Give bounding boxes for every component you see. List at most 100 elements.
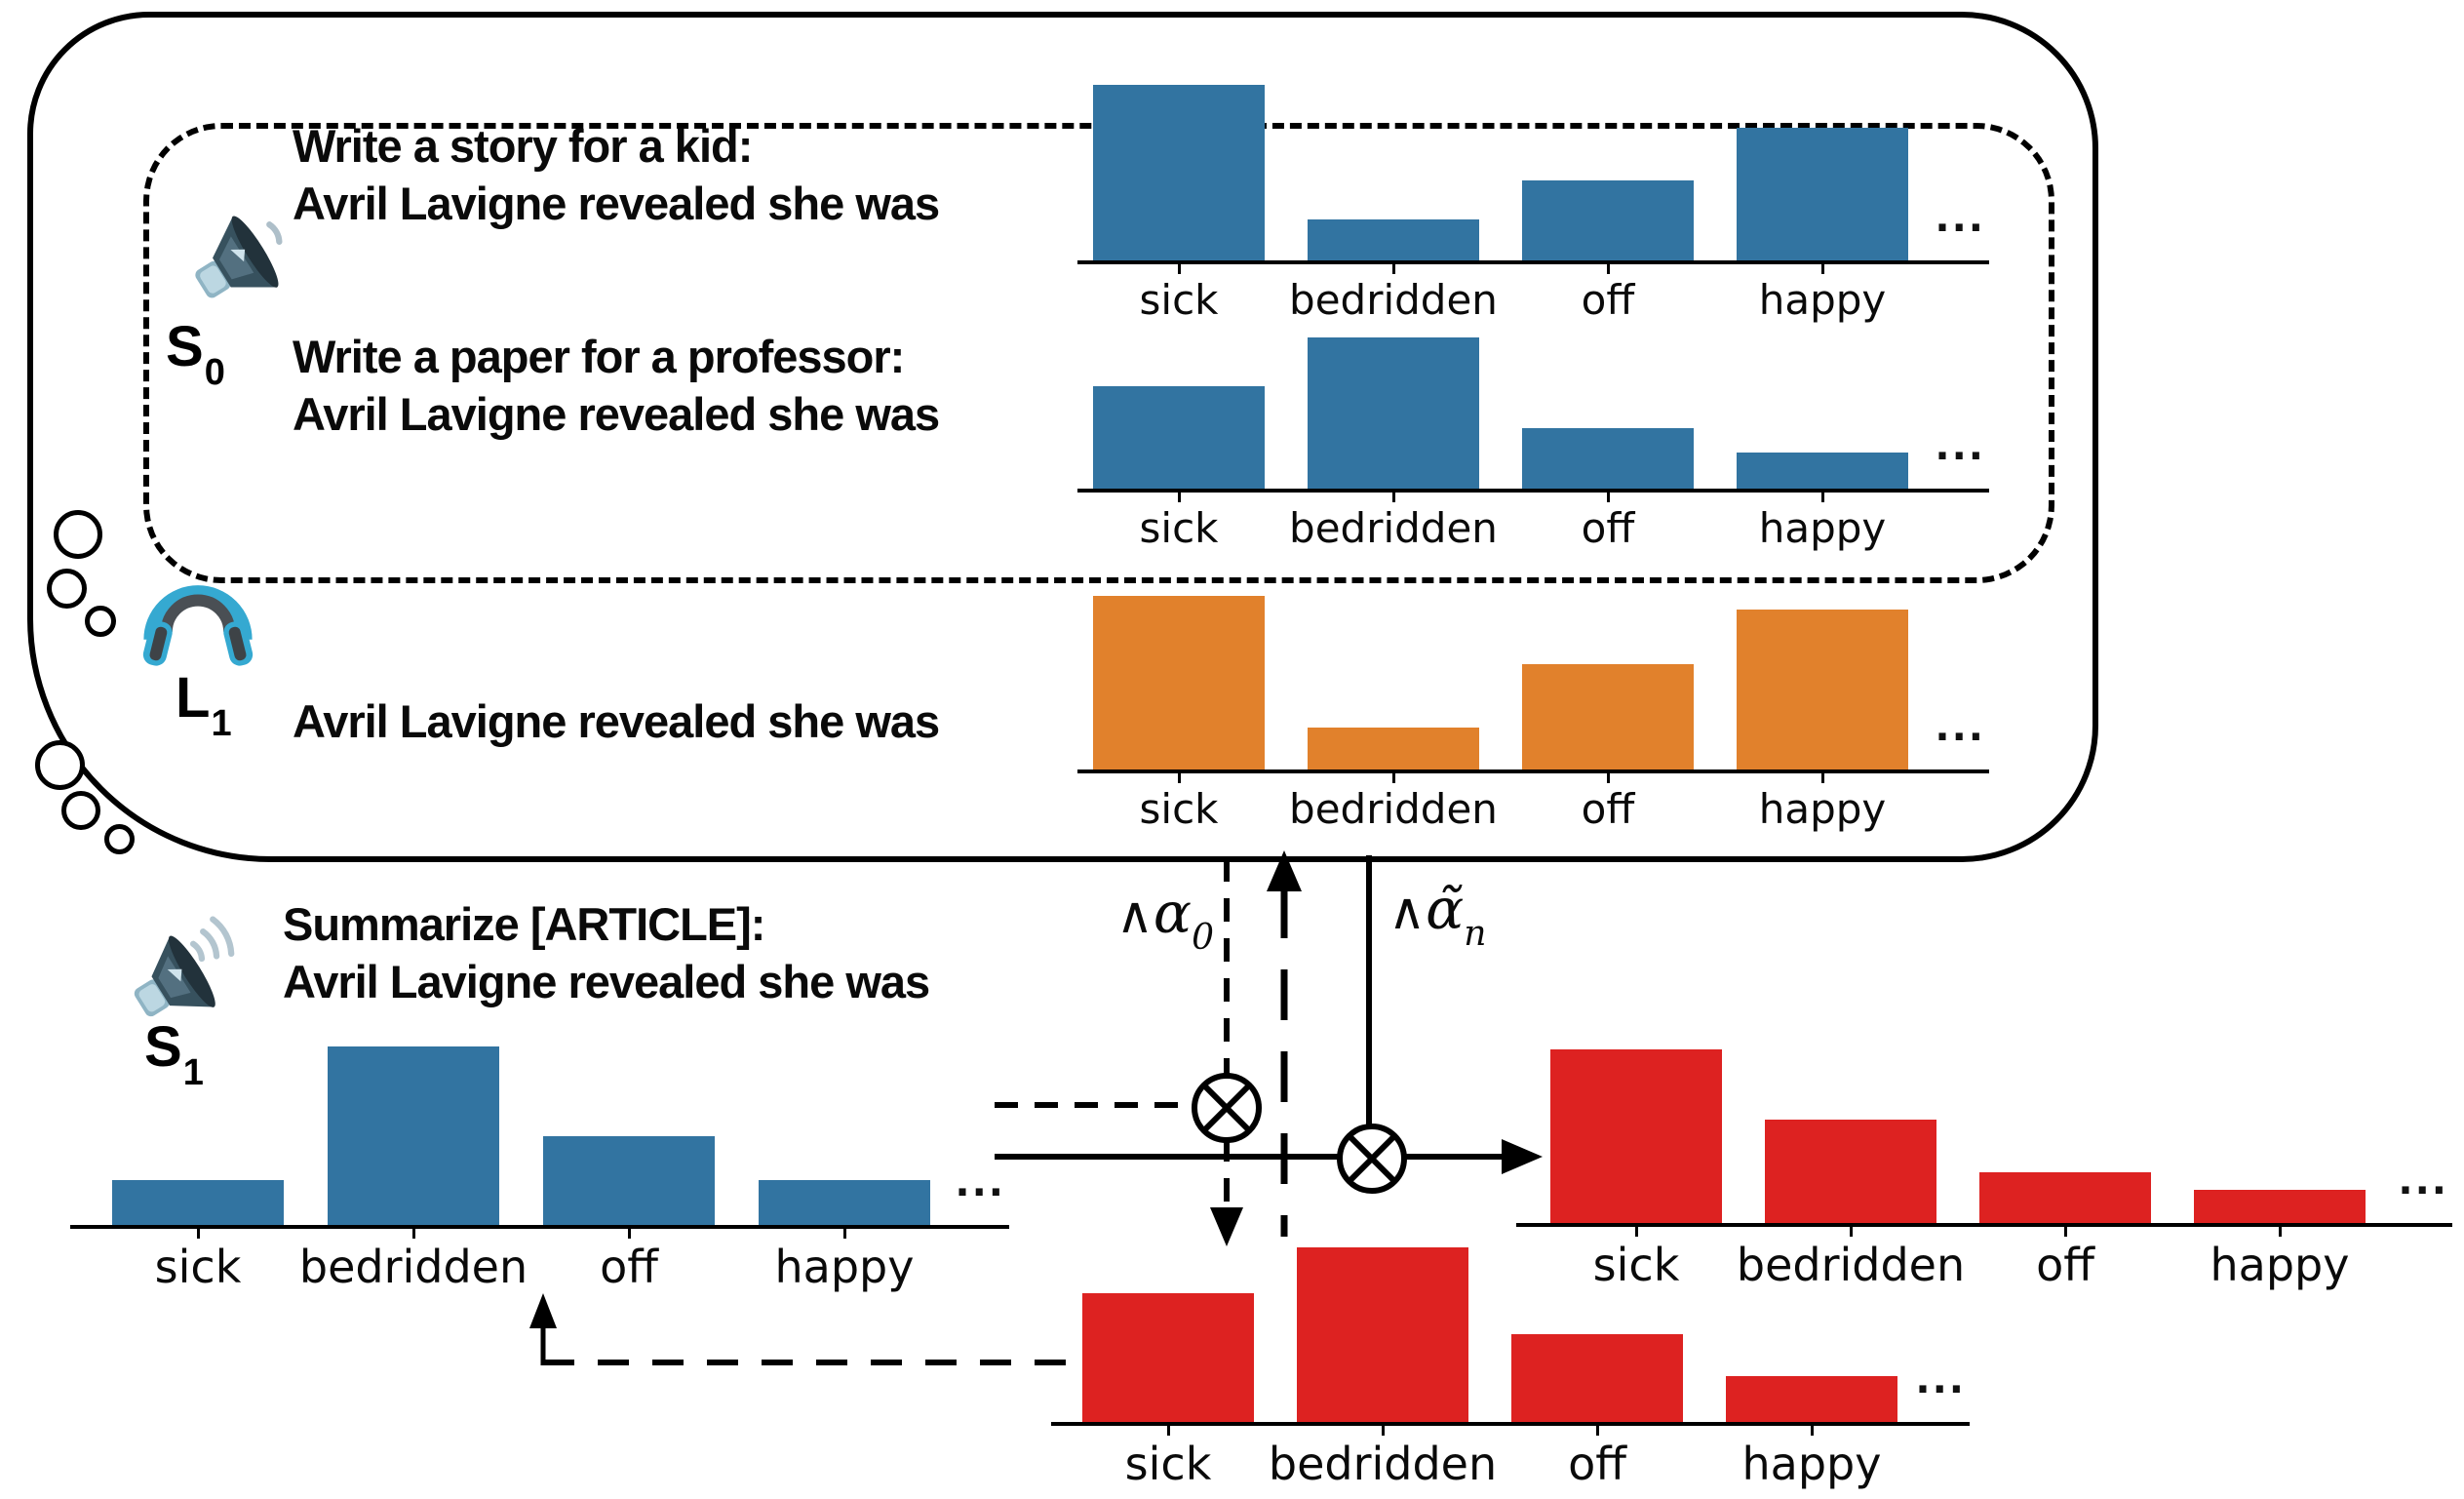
bar-happy	[2194, 1190, 2366, 1225]
axis-tick	[1382, 1424, 1385, 1436]
category-label-bedridden: bedridden	[1268, 1438, 1498, 1490]
axis-tick	[1392, 262, 1395, 274]
bar-happy	[1737, 610, 1908, 771]
arrow-up-small-icon	[529, 1293, 557, 1328]
bar-happy	[1737, 453, 1908, 491]
axis-tick	[1392, 771, 1395, 783]
bar-happy	[1737, 128, 1908, 262]
axis-tick	[628, 1227, 631, 1239]
alpha-symbol: α	[1153, 880, 1193, 946]
bar-bedridden	[1297, 1247, 1468, 1424]
axis-tick	[1821, 262, 1824, 274]
bar-off	[543, 1136, 715, 1227]
otimes-cross	[1201, 1083, 1252, 1133]
category-label-off: off	[600, 1241, 658, 1293]
headphones-icon	[142, 585, 254, 666]
bar-off	[1522, 664, 1694, 771]
category-label-off: off	[1581, 504, 1635, 552]
alphan-subscript: n	[1464, 913, 1487, 954]
category-label-sick: sick	[1124, 1438, 1212, 1490]
thought-trail-circle	[35, 740, 85, 790]
category-label-off: off	[2036, 1239, 2094, 1291]
s0-label-sub: 0	[204, 351, 225, 393]
ellipsis-more-tokens: ...	[1935, 705, 1985, 750]
speaker-icon	[195, 216, 283, 298]
axis-tick	[1821, 771, 1824, 783]
wedge-symbol: ∧	[1115, 887, 1154, 945]
category-label-bedridden: bedridden	[1289, 785, 1498, 833]
x-axis	[1516, 1223, 2452, 1227]
bar-bedridden	[1765, 1120, 1936, 1225]
axis-tick	[1178, 262, 1181, 274]
l1-prompt: Avril Lavigne revealed she was	[293, 692, 940, 750]
bar-off	[1511, 1334, 1683, 1424]
otimes-cross	[1347, 1133, 1397, 1184]
s1-label-base: S	[144, 1015, 182, 1079]
x-axis	[1051, 1422, 1970, 1426]
axis-tick	[1635, 1225, 1638, 1237]
x-axis	[70, 1225, 1009, 1229]
s0-prompt-story: Write a story for a kid: Avril Lavigne r…	[293, 117, 940, 232]
thought-trail-circle	[61, 791, 100, 830]
s1-label-sub: 1	[182, 1051, 204, 1093]
category-label-off: off	[1581, 276, 1635, 324]
x-axis	[1077, 260, 1989, 264]
category-label-off: off	[1581, 785, 1635, 833]
thought-trail-circle	[85, 606, 116, 637]
axis-tick	[1178, 771, 1181, 783]
category-label-happy: happy	[1758, 276, 1887, 324]
s1-prompt-line2: Avril Lavigne revealed she was	[283, 956, 930, 1007]
category-label-happy: happy	[774, 1241, 915, 1293]
l1-label-sub: 1	[211, 702, 232, 744]
thought-trail-circle	[104, 824, 135, 854]
category-label-sick: sick	[1592, 1239, 1680, 1291]
bar-sick	[112, 1180, 284, 1227]
s0-prompt-story-line2: Avril Lavigne revealed she was	[293, 178, 940, 229]
arrow-down-icon	[1210, 1207, 1243, 1246]
bar-bedridden	[1308, 337, 1479, 491]
bar-happy	[759, 1180, 930, 1227]
bar-happy	[1726, 1376, 1897, 1424]
s0-prompt-paper-line2: Avril Lavigne revealed she was	[293, 388, 940, 440]
category-label-happy: happy	[1741, 1438, 1882, 1490]
category-label-bedridden: bedridden	[1289, 276, 1498, 324]
category-label-sick: sick	[1139, 276, 1219, 324]
axis-tick	[1607, 491, 1610, 502]
axis-tick	[1811, 1424, 1814, 1436]
x-axis	[1077, 489, 1989, 493]
wedge-symbol: ∧	[1388, 883, 1427, 941]
x-axis	[1077, 769, 1989, 773]
category-label-happy: happy	[1758, 504, 1887, 552]
axis-tick	[1596, 1424, 1599, 1436]
thought-trail-circle	[47, 569, 87, 609]
category-label-happy: happy	[2210, 1239, 2350, 1291]
category-label-bedridden: bedridden	[298, 1241, 528, 1293]
bar-sick	[1082, 1293, 1254, 1424]
axis-tick	[1167, 1424, 1170, 1436]
bar-off	[1522, 428, 1694, 491]
bar-sick	[1093, 386, 1265, 491]
category-label-bedridden: bedridden	[1289, 504, 1498, 552]
speaker-waves-icon	[134, 916, 235, 1017]
axis-tick	[2064, 1225, 2067, 1237]
axis-tick	[1392, 491, 1395, 502]
bar-sick	[1550, 1049, 1722, 1225]
s1-label: S1	[144, 1014, 204, 1093]
category-label-happy: happy	[1758, 785, 1887, 833]
s0-prompt-paper: Write a paper for a professor: Avril Lav…	[293, 328, 940, 443]
axis-tick	[1850, 1225, 1853, 1237]
alphan-operator-label: ∧α̃n	[1388, 876, 1486, 954]
axis-tick	[843, 1227, 846, 1239]
thought-trail-circle	[54, 510, 102, 559]
s0-prompt-paper-line1: Write a paper for a professor:	[293, 331, 905, 382]
axis-tick	[1821, 491, 1824, 502]
axis-tick	[412, 1227, 415, 1239]
s0-label: S0	[166, 314, 225, 393]
